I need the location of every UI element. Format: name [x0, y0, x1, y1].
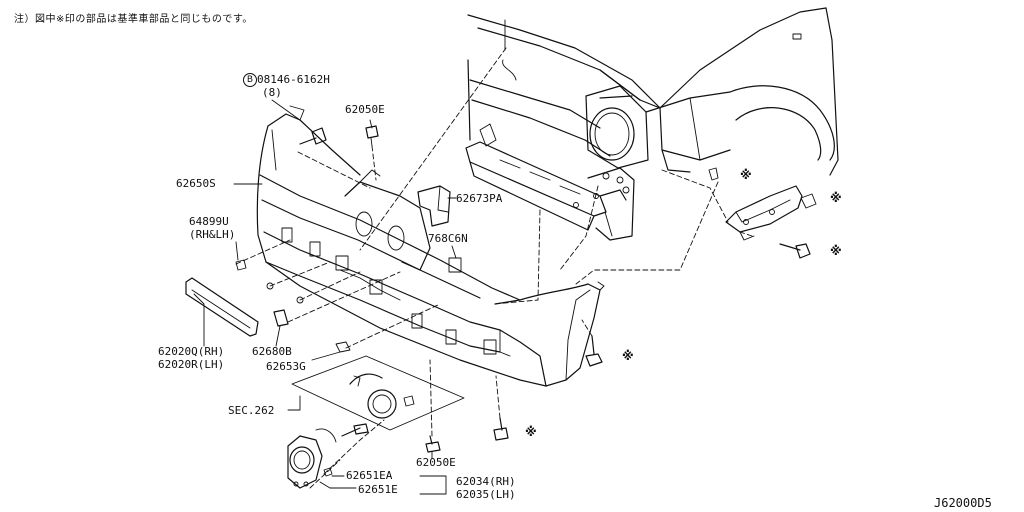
reinforcement-frame	[465, 123, 635, 241]
asterisk-mark: ※	[622, 349, 634, 363]
label-section: SEC.262	[228, 404, 275, 417]
label-bolt-part: 08146-6162H	[257, 73, 330, 86]
label-fog-rh: 62034(RH)	[456, 475, 516, 488]
label-grille-pad-side: (RH&LH)	[189, 228, 236, 241]
label-molding-lh: 62020R(LH)	[158, 358, 225, 371]
bolt-mark-b: B	[243, 73, 257, 87]
side-molding	[185, 277, 259, 337]
label-clip-bottom: 62050E	[416, 456, 456, 469]
asterisk-mark: ※	[830, 244, 842, 258]
fog-lamp-assembly	[287, 355, 465, 489]
body-structure	[467, 7, 839, 176]
label-clip-b: 62680B	[252, 345, 292, 358]
footnote: 注）図中※印の部品は基準車部品と同じものです。	[14, 14, 253, 25]
label-bolt-qty: (8)	[262, 86, 282, 99]
label-leaders	[193, 99, 457, 495]
label-fog-ea: 62651EA	[346, 469, 393, 482]
ornament-part	[448, 257, 462, 273]
bracket-pa	[417, 185, 451, 227]
label-clip-g: 62653G	[266, 360, 306, 373]
label-molding-rh: 62020Q(RH)	[158, 345, 225, 358]
label-fog-lh: 62035(LH)	[456, 488, 516, 501]
fasteners-left	[235, 125, 509, 453]
asterisk-mark: ※	[830, 191, 842, 205]
label-clip-top: 62050E	[345, 103, 385, 116]
diagram-id: J62000D5	[934, 496, 992, 510]
bumper-fascia	[256, 105, 605, 387]
side-bracket	[725, 185, 803, 241]
label-ornament: 768C6N	[428, 232, 468, 245]
asterisk-mark: ※	[740, 168, 752, 182]
right-fasteners	[585, 167, 817, 367]
label-bracket-pa: 62673PA	[456, 192, 503, 205]
asterisk-mark: ※	[525, 425, 537, 439]
label-fog-e: 62651E	[358, 483, 398, 496]
label-grille-pad: 64899U	[189, 215, 229, 228]
label-bumper-fascia: 62650S	[176, 177, 216, 190]
dashed-leaders	[235, 47, 753, 489]
